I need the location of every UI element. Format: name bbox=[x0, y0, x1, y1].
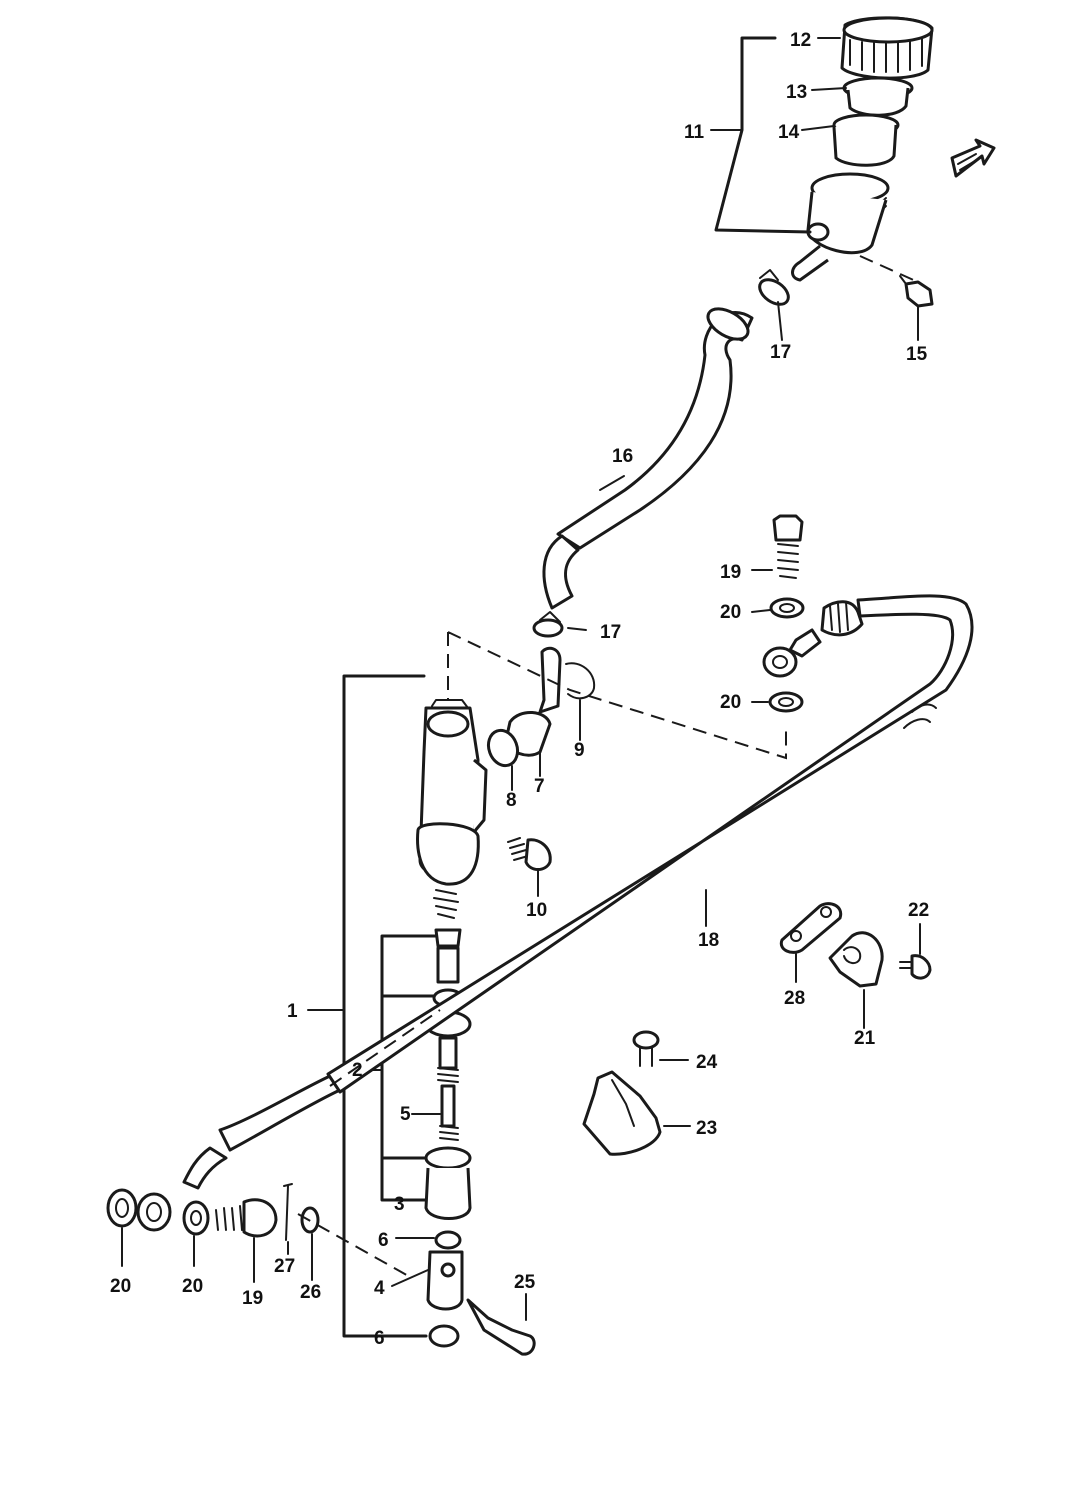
push-rod-clevis[interactable] bbox=[426, 1250, 464, 1311]
sealing-washer-lower-b[interactable] bbox=[182, 1200, 210, 1236]
callout-10: 10 bbox=[526, 900, 547, 921]
callout-2: 2 bbox=[352, 1060, 363, 1081]
connector-retaining-clip[interactable] bbox=[565, 662, 596, 700]
callout-21: 21 bbox=[854, 1028, 876, 1049]
callout-6-upper: 6 bbox=[378, 1230, 389, 1251]
callout-12: 12 bbox=[790, 30, 811, 51]
reservoir-hose[interactable] bbox=[542, 303, 754, 610]
push-rod-boot[interactable] bbox=[424, 1146, 472, 1220]
callout-19-upper: 19 bbox=[720, 562, 741, 583]
callout-27: 27 bbox=[274, 1256, 295, 1277]
callout-bracket-11 bbox=[714, 36, 812, 234]
callout-8: 8 bbox=[506, 790, 517, 811]
callout-bracket-2 bbox=[380, 934, 438, 1202]
callout-15: 15 bbox=[906, 344, 928, 365]
callout-9: 9 bbox=[574, 740, 585, 761]
banjo-fitting-lower[interactable] bbox=[136, 1192, 172, 1232]
master-cylinder-spring bbox=[433, 889, 459, 919]
callout-26: 26 bbox=[300, 1282, 321, 1303]
hose-clamp-upper[interactable] bbox=[755, 269, 793, 309]
callout-17-lower: 17 bbox=[600, 622, 621, 643]
hose-clamp-lower[interactable] bbox=[532, 611, 564, 638]
reservoir-screw[interactable] bbox=[899, 275, 934, 308]
callout-20-upper-a: 20 bbox=[720, 602, 741, 623]
bracket-screw[interactable] bbox=[899, 954, 932, 980]
callout-20-lower-b: 20 bbox=[182, 1276, 203, 1297]
callout-28: 28 bbox=[784, 988, 805, 1009]
clevis-pin[interactable] bbox=[466, 1298, 536, 1356]
callout-17-upper: 17 bbox=[770, 342, 791, 363]
callout-1: 1 bbox=[287, 1001, 298, 1022]
callout-23: 23 bbox=[696, 1118, 717, 1139]
callout-19-lower: 19 bbox=[242, 1288, 263, 1309]
connector-o-ring[interactable] bbox=[484, 726, 523, 769]
brake-hose[interactable] bbox=[182, 594, 974, 1190]
cylinder-bracket[interactable] bbox=[582, 1070, 662, 1156]
callout-20-upper-b: 20 bbox=[720, 692, 741, 713]
bracket-bolt[interactable] bbox=[632, 1030, 660, 1067]
reservoir-plate[interactable] bbox=[842, 76, 914, 117]
callout-5: 5 bbox=[400, 1104, 411, 1125]
callout-22: 22 bbox=[908, 900, 929, 921]
push-rod-upper[interactable] bbox=[434, 928, 462, 984]
banjo-bolt-upper[interactable] bbox=[772, 514, 804, 579]
sealing-washer-lower-a[interactable] bbox=[106, 1188, 138, 1228]
sealing-washer-upper-b[interactable] bbox=[768, 691, 804, 713]
mounting-plate[interactable] bbox=[779, 902, 843, 954]
banjo-bolt-lower[interactable] bbox=[215, 1198, 278, 1238]
callout-18: 18 bbox=[698, 930, 719, 951]
banjo-fitting-upper[interactable] bbox=[762, 646, 798, 678]
cotter-pin[interactable] bbox=[283, 1183, 293, 1241]
callout-7: 7 bbox=[534, 776, 545, 797]
callout-20-lower-a: 20 bbox=[110, 1276, 131, 1297]
reservoir-body[interactable] bbox=[791, 172, 890, 282]
reservoir-bracket[interactable] bbox=[828, 931, 884, 988]
push-rod[interactable] bbox=[437, 1036, 459, 1141]
callout-11: 11 bbox=[684, 122, 705, 143]
callout-3: 3 bbox=[394, 1194, 405, 1215]
callout-13: 13 bbox=[786, 82, 807, 103]
sealing-washer-upper-a[interactable] bbox=[769, 597, 805, 619]
reservoir-diaphragm[interactable] bbox=[832, 113, 900, 167]
callout-24: 24 bbox=[696, 1052, 718, 1073]
master-cylinder-body[interactable] bbox=[416, 699, 488, 886]
callout-bracket-1 bbox=[342, 674, 428, 1338]
push-rod-nut-upper[interactable] bbox=[434, 1230, 462, 1250]
front-direction-arrow-icon bbox=[950, 138, 996, 178]
callout-16: 16 bbox=[612, 446, 633, 467]
reservoir-cap[interactable] bbox=[840, 16, 934, 80]
callout-4: 4 bbox=[374, 1278, 385, 1299]
callout-25: 25 bbox=[514, 1272, 536, 1293]
callout-14: 14 bbox=[778, 122, 800, 143]
master-cylinder-mounting-bolt[interactable] bbox=[507, 837, 552, 871]
push-rod-nut-lower[interactable] bbox=[428, 1324, 460, 1348]
callout-6-lower: 6 bbox=[374, 1328, 385, 1349]
